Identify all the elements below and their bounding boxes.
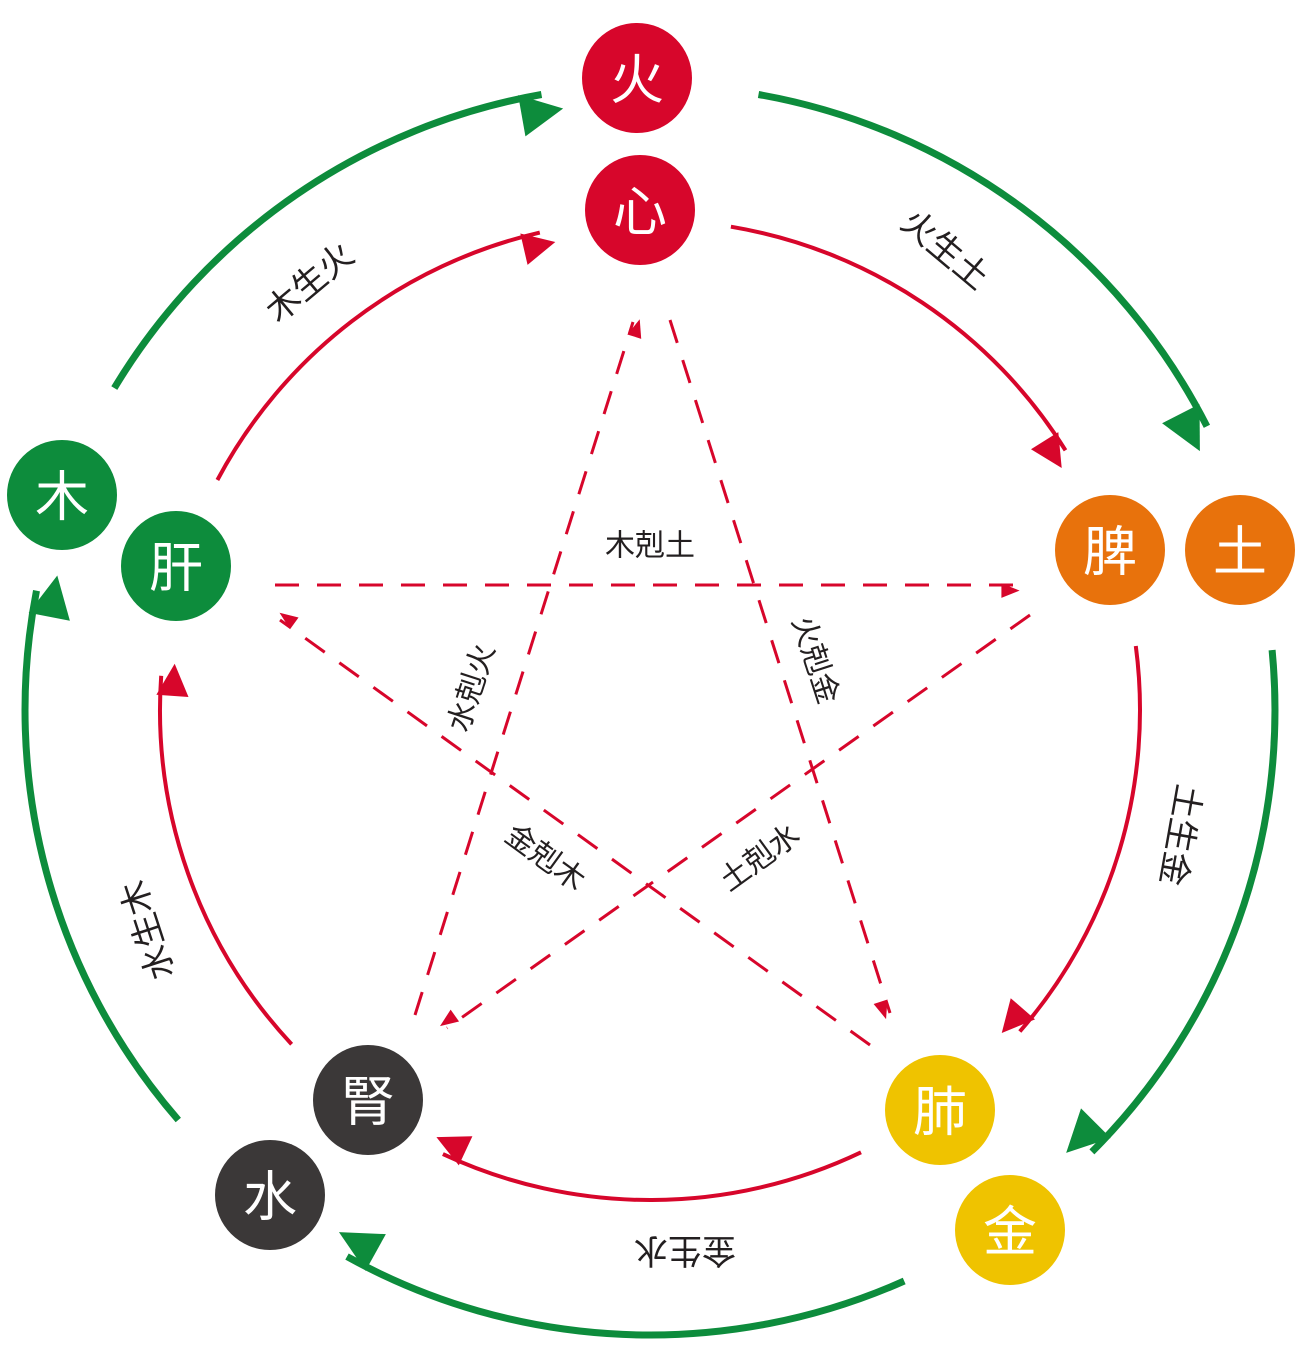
controlling-label-wood-earth: 木剋土 [605, 529, 695, 564]
controlling-arrow-earth-water [439, 613, 1031, 1030]
organ-circle-fire [585, 155, 695, 265]
element-node-metal: 金 [955, 1175, 1065, 1285]
organ-label-metal: 肺 [913, 1081, 967, 1144]
element-label-earth: 土 [1213, 521, 1267, 584]
organ-node-water: 腎 [313, 1045, 423, 1155]
controlling-arrow-water-fire [413, 319, 642, 1016]
controlling-label-water-fire: 水剋火 [441, 640, 502, 736]
generating-inner-arrow-earth-metal [1001, 645, 1142, 1034]
generating-label-wood-fire: 木生火 [258, 235, 362, 331]
organ-label-fire: 心 [613, 181, 667, 244]
generating-inner-arrow-metal-water [436, 1136, 862, 1203]
organ-node-wood: 肝 [121, 511, 231, 621]
element-node-water: 水 [215, 1140, 325, 1250]
element-circle-fire [582, 23, 692, 133]
organ-label-earth: 脾 [1083, 521, 1137, 584]
generating-inner-arrow-water-wood [156, 663, 294, 1046]
generating-label-metal-water: 金生水 [634, 1230, 736, 1270]
element-node-earth: 土 [1185, 495, 1295, 605]
element-circle-earth [1185, 495, 1295, 605]
element-label-wood: 木 [35, 466, 89, 529]
controlling-label-earth-water: 土剋水 [713, 817, 806, 898]
organ-label-wood: 肝 [149, 537, 203, 600]
controlling-arrow-metal-wood [279, 612, 871, 1047]
generating-label-earth-metal: 土生金 [1151, 781, 1208, 888]
organ-circle-metal [885, 1055, 995, 1165]
element-label-water: 水 [243, 1166, 297, 1229]
element-label-fire: 火 [610, 49, 664, 112]
generating-outer-arrow-wood-fire [111, 91, 564, 390]
organ-node-earth: 脾 [1055, 495, 1165, 605]
element-node-wood: 木 [7, 440, 117, 550]
generating-outer-arrow-earth-metal [1066, 649, 1279, 1155]
organ-circle-wood [121, 511, 231, 621]
controlling-arrow-fire-metal [668, 319, 892, 1020]
generating-label-fire-earth: 火生土 [893, 202, 997, 298]
organ-circle-earth [1055, 495, 1165, 605]
generating-inner-arrow-wood-fire [215, 230, 556, 481]
organ-circle-water [313, 1045, 423, 1155]
generating-outer-arrow-fire-earth [757, 91, 1211, 452]
organ-node-metal: 肺 [885, 1055, 995, 1165]
element-circle-water [215, 1140, 325, 1250]
generating-outer-arrow-water-wood [21, 575, 181, 1123]
organ-node-fire: 心 [585, 155, 695, 265]
generating-inner-arrow-fire-earth [730, 224, 1068, 469]
generating-outer-arrow-metal-water [338, 1232, 906, 1339]
element-label-metal: 金 [983, 1201, 1037, 1264]
element-node-fire: 火 [582, 23, 692, 133]
generating-label-water-wood: 水生木 [113, 875, 183, 984]
controlling-label-fire-metal: 火剋金 [784, 612, 845, 708]
element-circle-wood [7, 440, 117, 550]
organ-label-water: 腎 [341, 1071, 395, 1134]
controlling-label-metal-wood: 金剋木 [498, 817, 591, 898]
element-circle-metal [955, 1175, 1065, 1285]
